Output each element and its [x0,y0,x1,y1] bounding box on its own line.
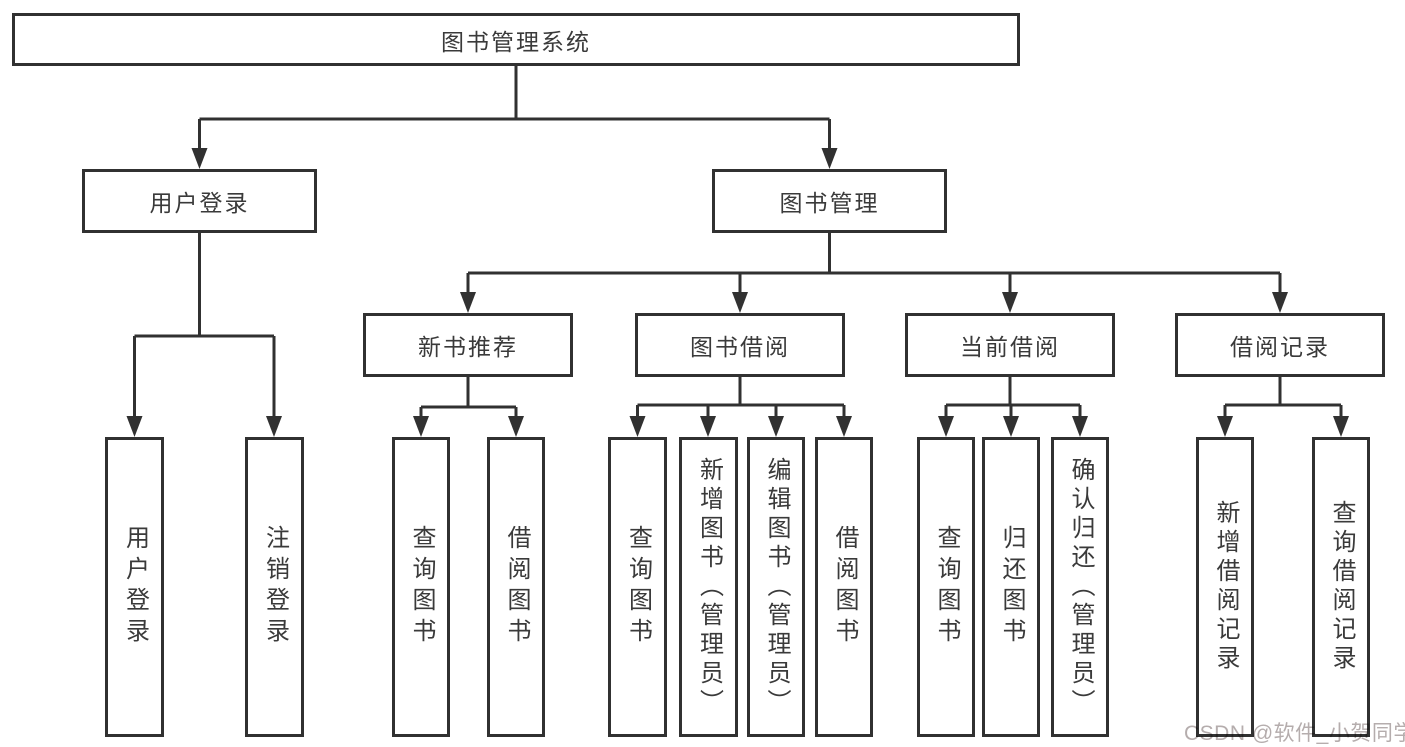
leaf-query-books-current-label: 查询图书 [933,525,960,649]
node-book-borrow: 图书借阅 [635,313,845,377]
leaf-logout-label: 注销登录 [261,525,289,649]
leaf-query-borrow-record-label: 查询借阅记录 [1328,500,1355,674]
leaf-return-books-label: 归还图书 [998,525,1025,649]
leaf-add-borrow-record-label: 新增借阅记录 [1212,500,1239,674]
leaf-edit-books-admin: 编辑图书（管理员） [747,437,805,737]
leaf-query-borrow-record: 查询借阅记录 [1312,437,1370,737]
leaf-confirm-return-admin-label: 确认归还（管理员） [1067,456,1094,718]
node-book-borrow-label: 图书借阅 [690,334,790,360]
leaf-return-books: 归还图书 [982,437,1040,737]
leaf-add-books-admin-label: 新增图书（管理员） [695,456,723,718]
csdn-watermark: CSDN @软件_小贺同学 [1184,722,1405,745]
leaf-borrow-books-label: 借阅图书 [831,525,858,649]
leaf-edit-books-admin-label: 编辑图书（管理员） [763,456,790,718]
node-user-login-branch-label: 用户登录 [149,190,250,216]
leaf-add-books-admin: 新增图书（管理员） [679,437,738,737]
node-new-book-recommend: 新书推荐 [363,313,573,377]
leaf-query-books-recommend: 查询图书 [392,437,450,737]
leaf-user-login-label: 用户登录 [121,525,149,649]
leaf-borrow-books-recommend-label: 借阅图书 [503,525,530,649]
leaf-query-books-current: 查询图书 [917,437,975,737]
leaf-confirm-return-admin: 确认归还（管理员） [1051,437,1109,737]
leaf-borrow-books: 借阅图书 [815,437,873,737]
leaf-add-borrow-record: 新增借阅记录 [1196,437,1254,737]
leaf-borrow-books-recommend: 借阅图书 [487,437,545,737]
node-book-management: 图书管理 [712,169,947,233]
leaf-query-books-borrow: 查询图书 [608,437,667,737]
node-borrow-records-label: 借阅记录 [1230,334,1330,360]
leaf-query-books-recommend-label: 查询图书 [408,525,435,649]
connector-strokes [133,66,1343,419]
node-current-borrow: 当前借阅 [905,313,1115,377]
node-library-system-label: 图书管理系统 [441,28,591,55]
leaf-logout: 注销登录 [245,437,304,737]
node-library-system: 图书管理系统 [12,13,1020,66]
arrowheads [126,148,1349,437]
leaf-query-books-borrow-label: 查询图书 [624,525,652,649]
node-borrow-records: 借阅记录 [1175,313,1385,377]
leaf-user-login: 用户登录 [105,437,164,737]
node-current-borrow-label: 当前借阅 [960,334,1060,360]
node-new-book-recommend-label: 新书推荐 [418,334,518,360]
node-book-management-label: 图书管理 [779,190,880,216]
node-user-login-branch: 用户登录 [82,169,317,233]
